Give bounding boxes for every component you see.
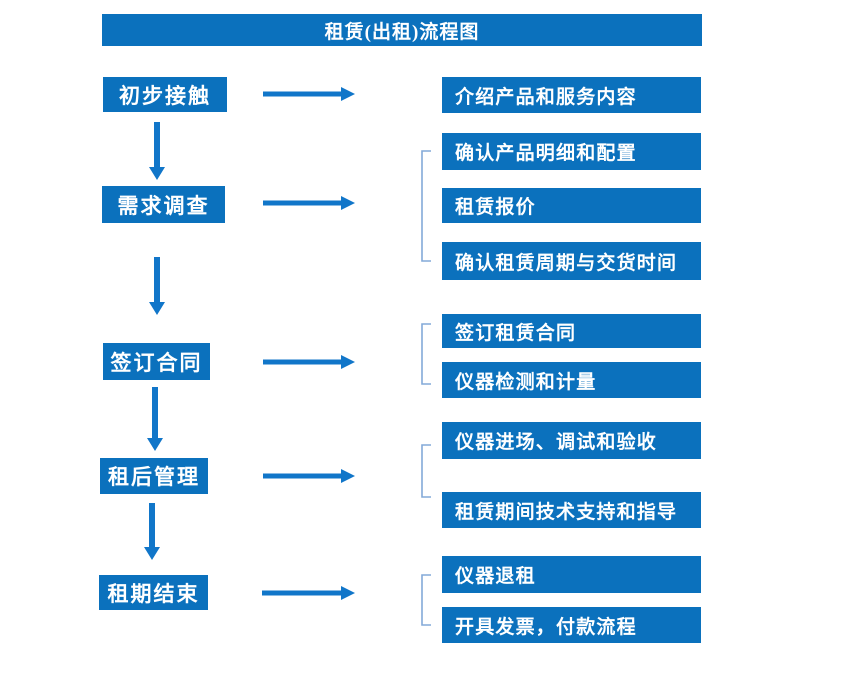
right-arrow-icon xyxy=(262,586,355,600)
group-bracket-icon xyxy=(421,444,431,498)
output-label: 确认产品明细和配置 xyxy=(455,143,637,164)
output-box-rental-quote: 租赁报价 xyxy=(442,188,701,223)
group-bracket-icon xyxy=(421,574,431,626)
step-label: 签订合同 xyxy=(110,350,203,375)
output-label: 仪器进场、调试和验收 xyxy=(455,432,658,453)
output-box-invoice-payment: 开具发票，付款流程 xyxy=(442,607,701,643)
group-bracket-icon xyxy=(421,323,431,385)
step-label: 租后管理 xyxy=(108,465,200,489)
output-label: 确认租赁周期与交货时间 xyxy=(455,252,678,274)
step-box-post-rental-management: 租后管理 xyxy=(100,458,208,494)
output-label: 签订租赁合同 xyxy=(455,322,577,344)
step-label: 初步接触 xyxy=(119,83,211,108)
output-label: 租赁期间技术支持和指导 xyxy=(455,501,678,523)
output-box-instrument-testing: 仪器检测和计量 xyxy=(442,362,701,398)
output-box-confirm-period-delivery: 确认租赁周期与交货时间 xyxy=(442,242,701,280)
step-box-demand-survey: 需求调查 xyxy=(102,186,225,223)
output-label: 仪器检测和计量 xyxy=(455,371,597,393)
output-label: 租赁报价 xyxy=(455,197,536,218)
output-box-instrument-return: 仪器退租 xyxy=(442,556,701,593)
output-label: 介绍产品和服务内容 xyxy=(455,86,637,108)
output-box-technical-support: 租赁期间技术支持和指导 xyxy=(442,492,701,528)
output-box-introduce-products: 介绍产品和服务内容 xyxy=(442,77,701,113)
output-box-instrument-setup-acceptance: 仪器进场、调试和验收 xyxy=(442,422,701,459)
down-arrow-icon xyxy=(144,503,160,560)
down-arrow-icon xyxy=(149,257,165,315)
step-label: 需求调查 xyxy=(117,193,210,218)
page-title: 租赁(出租)流程图 xyxy=(324,21,480,43)
group-bracket-icon xyxy=(421,150,431,262)
step-box-contract-signing: 签订合同 xyxy=(103,343,210,380)
output-box-confirm-product-details: 确认产品明细和配置 xyxy=(442,133,701,170)
output-label: 开具发票，付款流程 xyxy=(455,616,637,638)
right-arrow-icon xyxy=(263,87,355,101)
down-arrow-icon xyxy=(149,122,165,180)
title-banner: 租赁(出租)流程图 xyxy=(102,14,702,46)
step-box-initial-contact: 初步接触 xyxy=(103,77,227,112)
right-arrow-icon xyxy=(263,196,355,210)
down-arrow-icon xyxy=(147,387,163,451)
right-arrow-icon xyxy=(263,469,355,483)
right-arrow-icon xyxy=(263,355,355,369)
output-box-sign-rental-contract: 签订租赁合同 xyxy=(442,314,701,348)
output-label: 仪器退租 xyxy=(455,566,536,587)
step-label: 租期结束 xyxy=(107,581,200,606)
step-box-lease-end: 租期结束 xyxy=(99,575,208,610)
